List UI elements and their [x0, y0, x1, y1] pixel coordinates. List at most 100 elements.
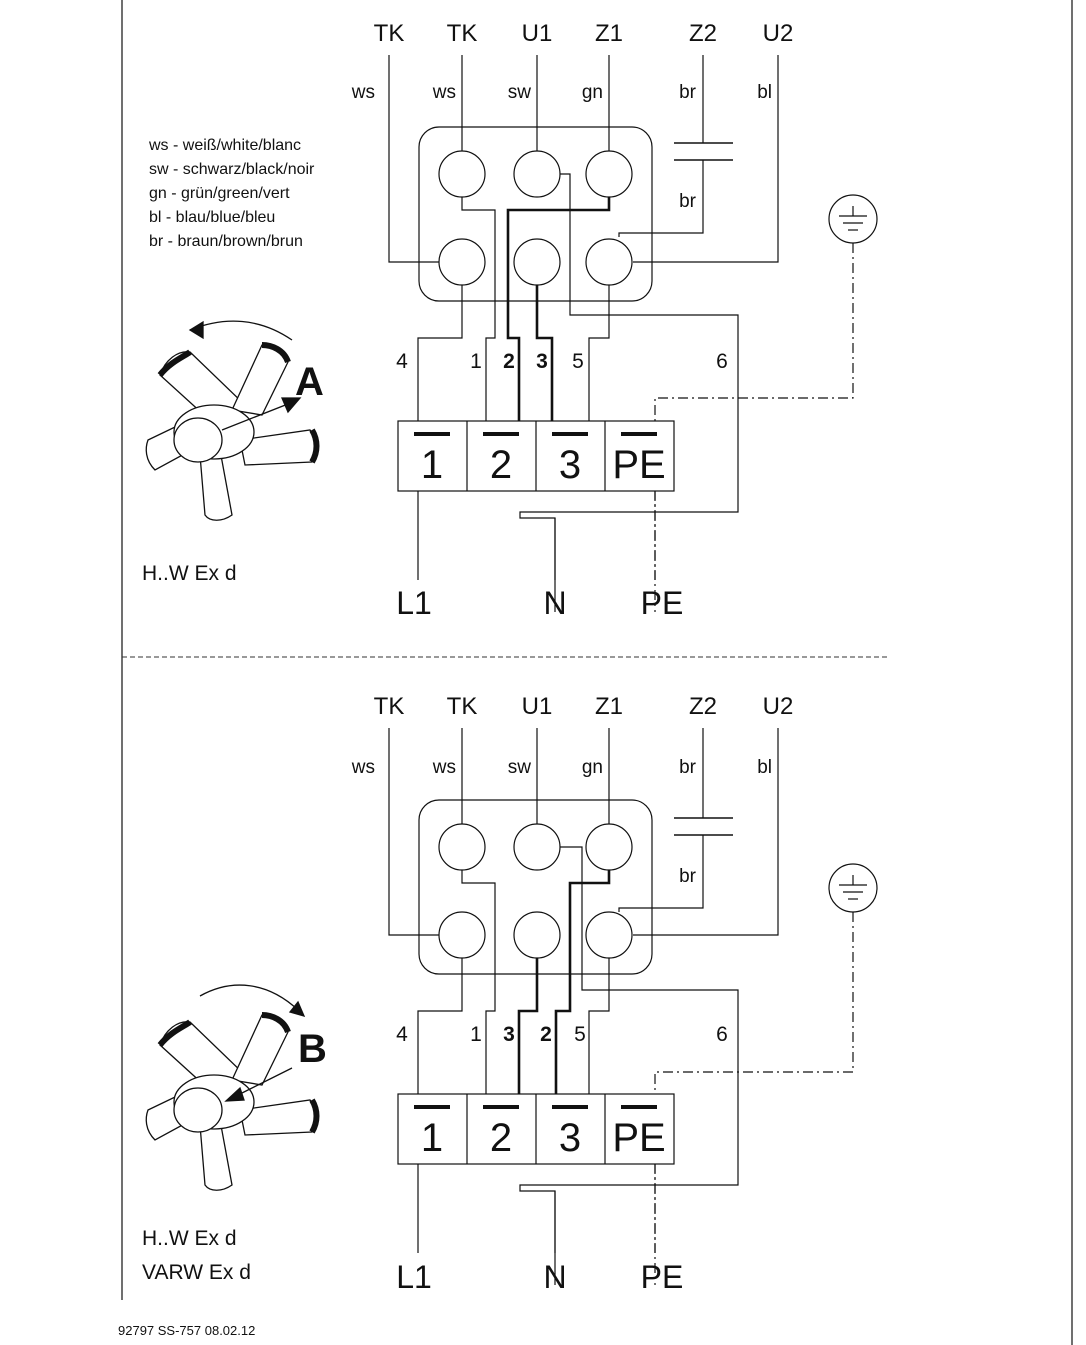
legend-item: br - braun/brown/brun [149, 233, 303, 250]
supply-wires-a [417, 491, 656, 580]
wire-number: 1 [470, 350, 482, 373]
terminal-label: TK [374, 20, 405, 47]
terminal-circle [585, 823, 633, 871]
wire-color-label: ws [351, 757, 375, 778]
direction-label: A [295, 360, 324, 404]
wire-number: 6 [716, 350, 728, 373]
terminal-circle [585, 150, 633, 198]
motor-terminal-box-b [418, 799, 653, 975]
terminal-label: U2 [763, 20, 794, 47]
terminal-label: U1 [522, 20, 553, 47]
motor-terminals-b [438, 823, 633, 959]
wire-number: 4 [396, 1023, 408, 1046]
capacitor-a [674, 142, 733, 161]
terminal-block-label: 3 [559, 1116, 581, 1160]
wire-number: 2 [540, 1023, 552, 1046]
supply-label: N [543, 1259, 566, 1295]
wire-color-label: sw [508, 82, 532, 103]
supply-labels-a: L1 N PE [396, 585, 683, 621]
feed-wires-b [388, 728, 779, 936]
wire-number: 3 [503, 1023, 515, 1046]
terminal-label: TK [374, 693, 405, 720]
fan-rotation-icon-b: B [145, 984, 327, 1191]
terminal-circle [513, 238, 561, 286]
terminal-circle [438, 911, 486, 959]
supply-label: PE [641, 585, 684, 621]
wire-color-label: gn [582, 82, 603, 103]
legend-item: ws - weiß/white/blanc [148, 137, 301, 154]
wire-number: 4 [396, 350, 408, 373]
wire-number: 6 [716, 1023, 728, 1046]
bold-wires-b [517, 870, 611, 1103]
terminal-block-a: 1 2 3 PE [397, 420, 675, 492]
wire-number: 3 [536, 350, 548, 373]
wire-number: 5 [572, 350, 584, 373]
wire-color-label: gn [582, 757, 603, 778]
terminal-block-label: 1 [421, 1116, 443, 1160]
wire-number: 2 [503, 350, 515, 373]
terminal-circle [438, 823, 486, 871]
motor-terminal-box-a [418, 126, 653, 302]
model-caption: VARW Ex d [142, 1261, 251, 1284]
capacitor-wire-label: br [679, 866, 697, 887]
capacitor-wire-label: br [679, 191, 697, 212]
color-legend: ws - weiß/white/blanc sw - schwarz/black… [148, 137, 315, 250]
wire-number: 5 [574, 1023, 586, 1046]
wire-color-label: bl [757, 82, 772, 103]
feed-wires-a [388, 55, 779, 263]
motor-terminals-a [438, 150, 633, 286]
terminal-block-b: 1 2 3 PE [397, 1093, 675, 1165]
capacitor-b [674, 817, 733, 836]
terminal-circle [513, 823, 561, 871]
supply-label: L1 [396, 1259, 432, 1295]
terminal-block-label: PE [612, 1116, 665, 1160]
terminal-label: Z2 [689, 20, 717, 47]
direction-label: B [298, 1027, 327, 1071]
terminal-circle [585, 911, 633, 959]
wire-color-label: ws [432, 82, 456, 103]
supply-label: L1 [396, 585, 432, 621]
terminal-circle [513, 911, 561, 959]
model-caption: H..W Ex d [142, 1227, 237, 1250]
diagram-b: TK TK U1 Z1 Z2 U2 ws ws sw gn br bl br [142, 693, 878, 1295]
supply-label: N [543, 585, 566, 621]
wire-color-label: ws [351, 82, 375, 103]
terminal-circle [438, 150, 486, 198]
wire-number: 1 [470, 1023, 482, 1046]
terminal-block-label: 1 [421, 443, 443, 487]
bold-wires-a [506, 197, 611, 430]
legend-item: sw - schwarz/black/noir [149, 161, 315, 178]
top-terminal-labels-b: TK TK U1 Z1 Z2 U2 [374, 693, 794, 720]
terminal-label: Z1 [595, 20, 623, 47]
wire-color-labels-a: ws ws sw gn br bl br [351, 82, 772, 212]
diagram-a: TK TK U1 Z1 Z2 U2 ws ws sw gn br bl br w… [142, 20, 878, 621]
wire-number-labels-b: 4 1 3 2 5 6 [396, 1023, 728, 1046]
terminal-label: Z2 [689, 693, 717, 720]
supply-labels-b: L1 N PE [396, 1259, 683, 1295]
wire-color-label: br [679, 757, 697, 778]
terminal-label: Z1 [595, 693, 623, 720]
terminal-block-label: 2 [490, 1116, 512, 1160]
wire-color-label: br [679, 82, 697, 103]
internal-wires-a [417, 173, 739, 612]
terminal-block-label: PE [612, 443, 665, 487]
terminal-label: TK [447, 20, 478, 47]
supply-wires-b [417, 1164, 656, 1253]
terminal-circle [585, 238, 633, 286]
wire-color-label: bl [757, 757, 772, 778]
terminal-label: U1 [522, 693, 553, 720]
top-terminal-labels-a: TK TK U1 Z1 Z2 U2 [374, 20, 794, 47]
terminal-circle [513, 150, 561, 198]
supply-label: PE [641, 1259, 684, 1295]
wire-number-labels-a: 4 1 2 3 5 6 [396, 350, 728, 373]
wire-color-labels-b: ws ws sw gn br bl br [351, 757, 772, 887]
wire-color-label: sw [508, 757, 532, 778]
document-footer: 92797 SS-757 08.02.12 [118, 1323, 255, 1338]
terminal-block-label: 3 [559, 443, 581, 487]
internal-wires-b [417, 846, 739, 1285]
wire-color-label: ws [432, 757, 456, 778]
terminal-circle [438, 238, 486, 286]
terminal-label: TK [447, 693, 478, 720]
